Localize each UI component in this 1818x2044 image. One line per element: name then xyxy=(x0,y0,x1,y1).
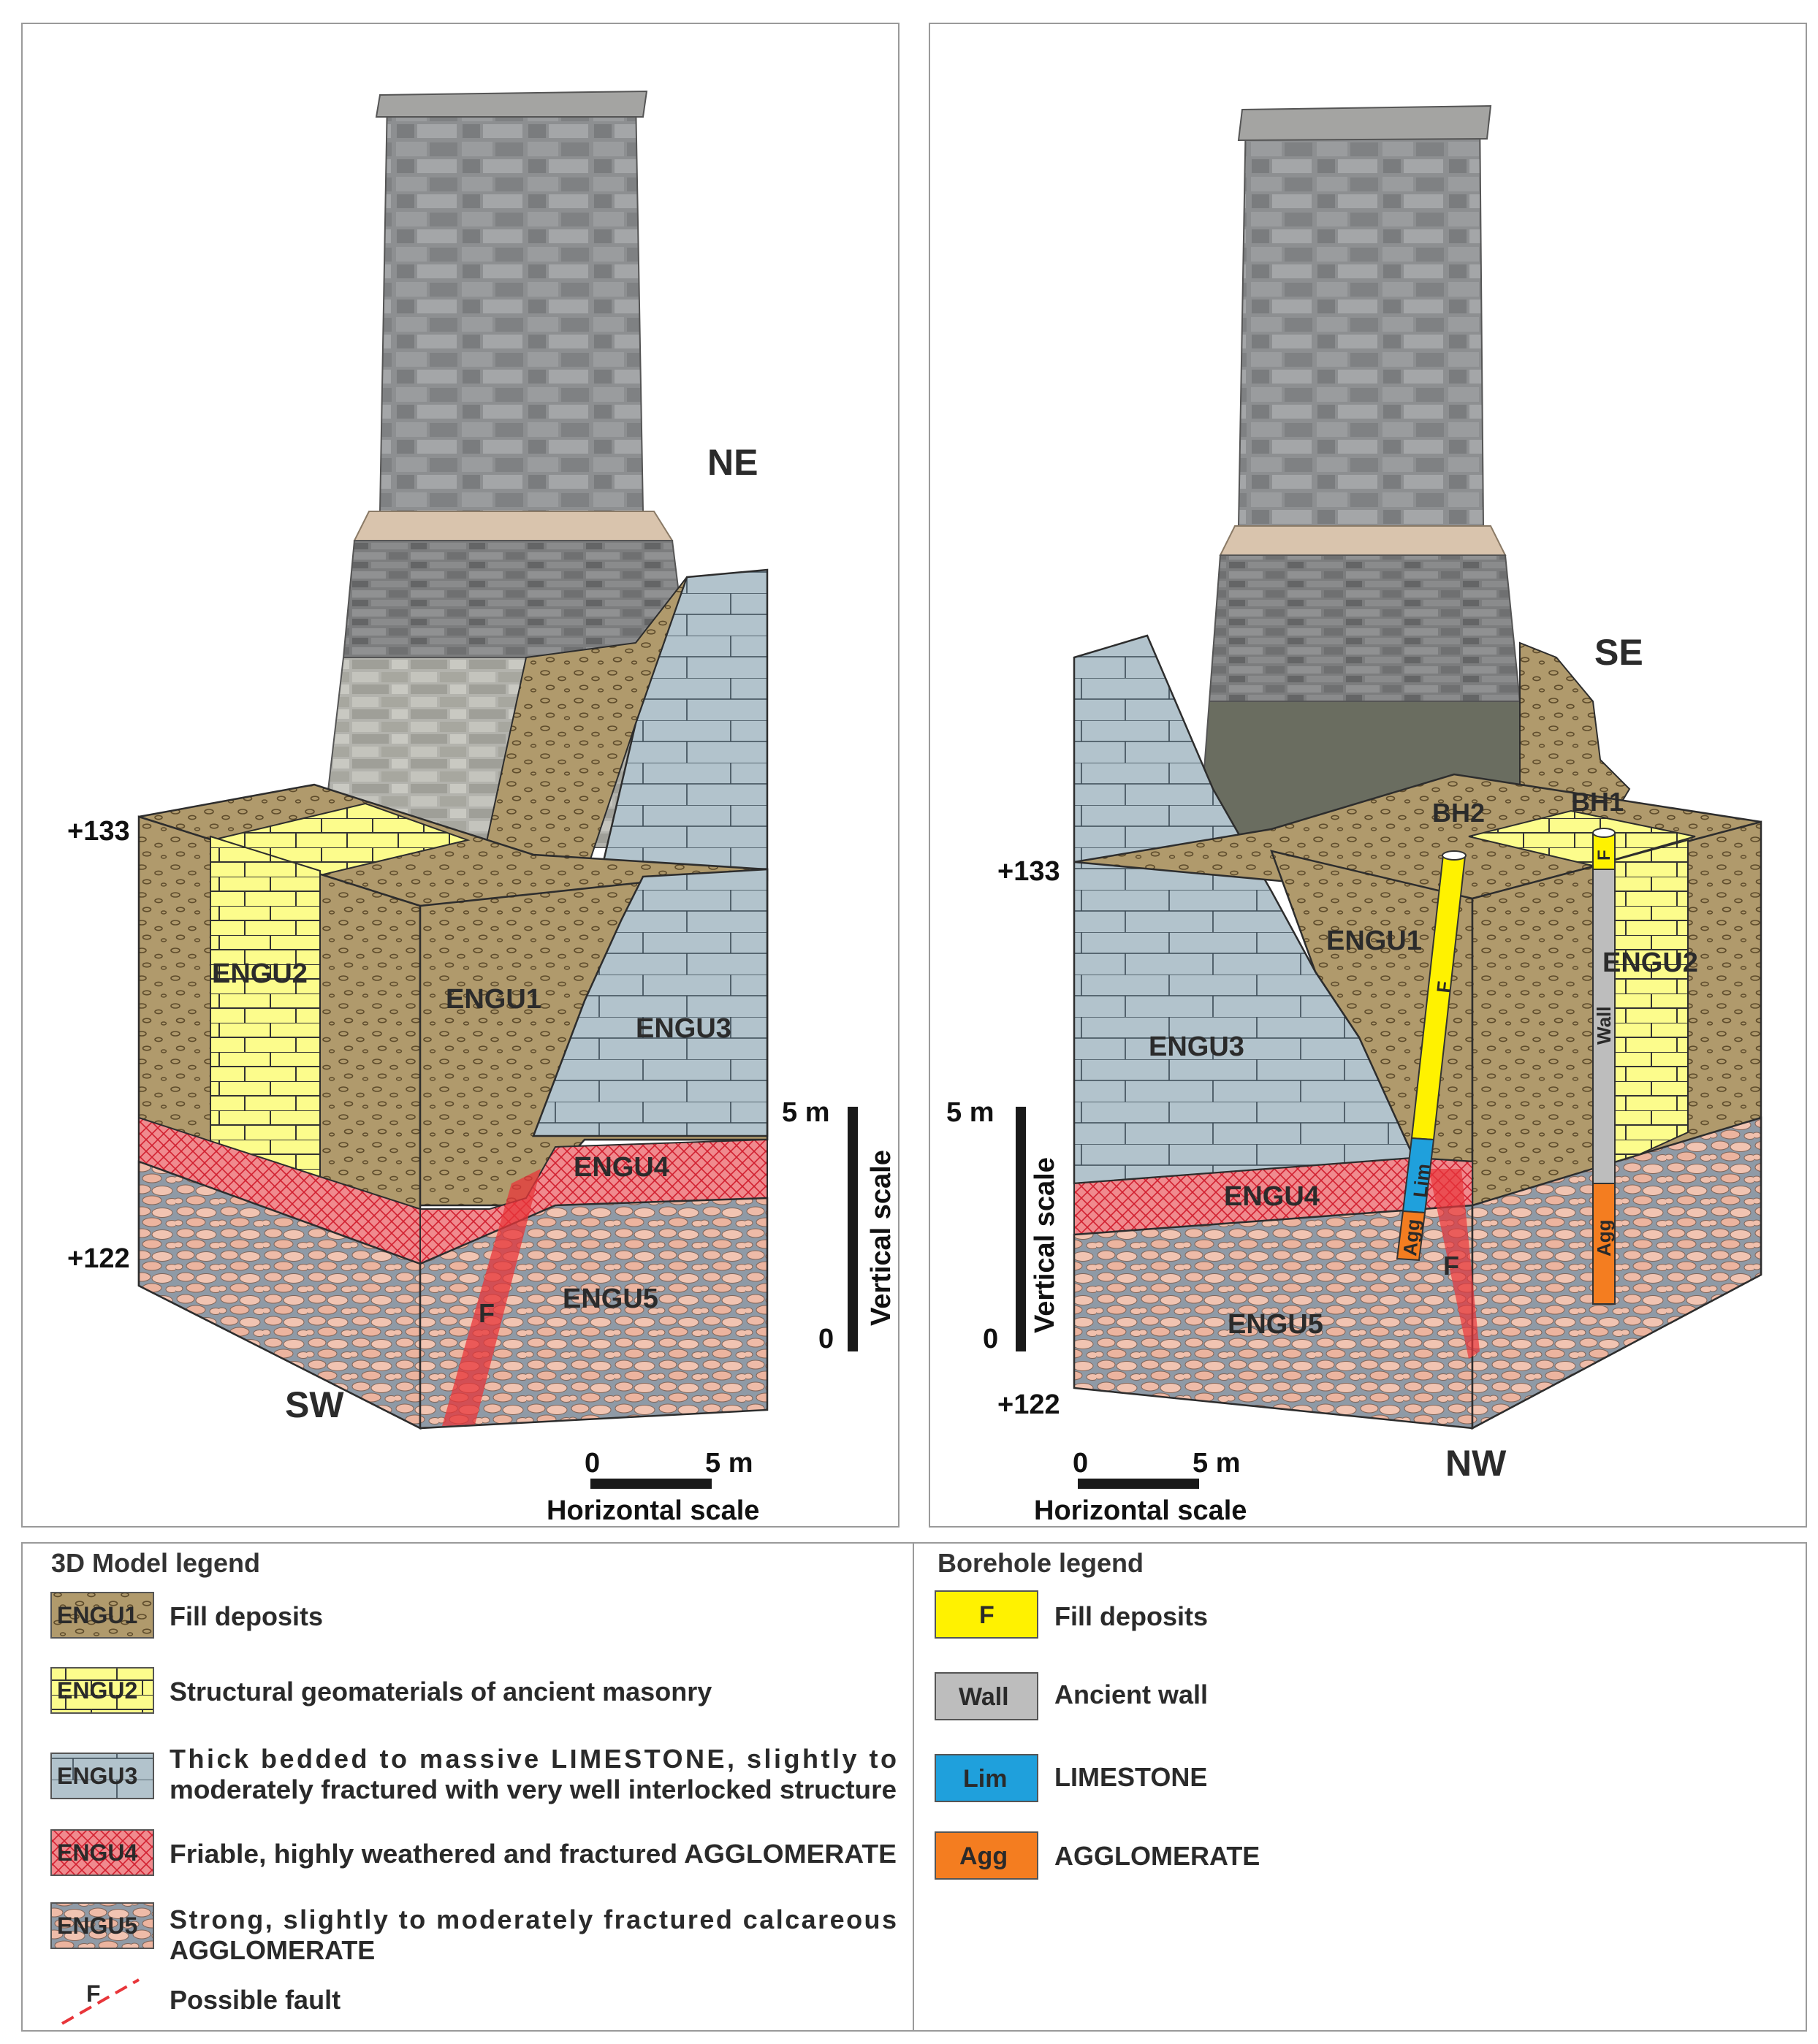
right-hscale-left: 0 xyxy=(1073,1448,1088,1479)
bh2-seg-lim: Lim xyxy=(1409,1163,1434,1199)
left-compass-ne: NE xyxy=(707,442,758,483)
legend-text-engu4: Friable, highly weathered and fractured … xyxy=(170,1839,897,1869)
right-label-engu1: ENGU1 xyxy=(1326,926,1422,956)
right-hscale-right: 5 m xyxy=(1193,1448,1240,1479)
bh1-seg-wall: Wall xyxy=(1593,1007,1615,1045)
legend-text-agg: AGGLOMERATE xyxy=(1054,1841,1260,1871)
legend-fault-code: F xyxy=(86,1980,101,2007)
legend-swatch-engu2 xyxy=(50,1667,154,1714)
right-label-engu3: ENGU3 xyxy=(1149,1031,1244,1062)
right-vertical-scale-bar xyxy=(1016,1107,1026,1351)
left-vscale-label: Vertical scale xyxy=(866,1150,897,1326)
legend-text-engu2: Structural geomaterials of ancient mason… xyxy=(170,1677,712,1706)
right-engu2-column xyxy=(1607,839,1689,1170)
legend-swatch-engu5 xyxy=(50,1902,154,1949)
legend-code-lim: Lim xyxy=(963,1765,1007,1793)
legend-text-fill: Fill deposits xyxy=(1054,1601,1208,1631)
borehole-bh2 xyxy=(1396,850,1467,1262)
legend-text-engu3-line1: Thick bedded to massive LIMESTONE, sligh… xyxy=(170,1744,897,1774)
legend-3d-title: 3D Model legend xyxy=(51,1548,260,1578)
right-compass-se: SE xyxy=(1594,632,1643,673)
bh2-seg-f: F xyxy=(1432,980,1455,994)
legend-code-fill: F xyxy=(979,1601,994,1629)
left-elev-133: +133 xyxy=(67,816,130,847)
right-vscale-label: Vertical scale xyxy=(1030,1157,1060,1333)
right-engu2-top xyxy=(1468,809,1696,867)
legend-code-engu2: ENGU2 xyxy=(57,1677,137,1704)
right-hscale-label: Horizontal scale xyxy=(1034,1495,1247,1526)
left-vscale-top: 5 m xyxy=(782,1097,829,1128)
legend-code-agg: Agg xyxy=(959,1842,1008,1870)
left-label-engu1: ENGU1 xyxy=(446,984,541,1015)
left-engu2-column xyxy=(210,835,321,1185)
legend-swatch-agg xyxy=(935,1831,1038,1880)
left-label-engu2: ENGU2 xyxy=(212,958,308,989)
right-label-engu5: ENGU5 xyxy=(1228,1309,1323,1340)
left-hscale-right: 5 m xyxy=(705,1448,753,1479)
legend-code-engu5: ENGU5 xyxy=(57,1913,137,1939)
bh1-seg-agg: Agg xyxy=(1593,1219,1615,1256)
right-fault-zone xyxy=(1429,1169,1480,1359)
left-hscale-label: Horizontal scale xyxy=(547,1495,759,1526)
left-label-fault: F xyxy=(479,1298,495,1328)
right-tower xyxy=(1197,104,1543,848)
legend-fault-line xyxy=(61,1978,140,2025)
right-engu4-front xyxy=(1073,1156,1473,1236)
legend-swatch-fill xyxy=(935,1590,1038,1639)
legend-code-engu1: ENGU1 xyxy=(57,1602,137,1628)
left-label-engu4: ENGU4 xyxy=(574,1152,669,1183)
right-label-fault: F xyxy=(1443,1251,1459,1281)
left-panel-frame xyxy=(21,23,900,1528)
legend-swatch-engu4 xyxy=(50,1829,154,1876)
borehole-bh1 xyxy=(1592,828,1616,1305)
right-vscale-bottom: 0 xyxy=(983,1324,998,1354)
right-elev-133: +133 xyxy=(997,856,1060,887)
right-panel-frame xyxy=(929,23,1807,1528)
right-vscale-top: 5 m xyxy=(946,1097,994,1128)
left-elev-122: +122 xyxy=(67,1243,130,1274)
left-hscale-left: 0 xyxy=(585,1448,600,1479)
legend-fault-text: Possible fault xyxy=(170,1985,341,2015)
legend-swatch-lim xyxy=(935,1754,1038,1802)
left-fault-zone xyxy=(442,1169,541,1426)
left-vertical-scale-bar xyxy=(848,1107,858,1351)
right-elev-122: +122 xyxy=(997,1389,1060,1420)
legend-text-engu3-line2: moderately fractured with very well inte… xyxy=(170,1774,897,1804)
legend-borehole-title: Borehole legend xyxy=(937,1548,1144,1578)
bh1-name: BH1 xyxy=(1571,787,1624,817)
left-vscale-bottom: 0 xyxy=(818,1324,834,1354)
legend-code-engu3: ENGU3 xyxy=(57,1763,137,1789)
legend-text-engu1: Fill deposits xyxy=(170,1601,323,1631)
legend-swatch-engu3 xyxy=(50,1753,154,1799)
bh2-seg-agg: Agg xyxy=(1399,1218,1424,1256)
left-block-diagram xyxy=(137,90,769,1430)
legend-swatch-engu1 xyxy=(50,1592,154,1639)
legend-swatch-wall xyxy=(935,1672,1038,1720)
legend-code-engu4: ENGU4 xyxy=(57,1839,137,1866)
left-horizontal-scale-bar xyxy=(590,1479,712,1489)
left-compass-sw: SW xyxy=(285,1384,344,1425)
legend-text-engu5-line1: Strong, slightly to moderately fractured… xyxy=(170,1904,897,1934)
right-block-diagram xyxy=(1073,104,1762,1430)
legend-code-wall: Wall xyxy=(959,1683,1009,1711)
right-label-engu4: ENGU4 xyxy=(1224,1181,1320,1212)
right-compass-nw: NW xyxy=(1445,1443,1507,1484)
legend-text-wall: Ancient wall xyxy=(1054,1679,1208,1709)
left-label-engu3: ENGU3 xyxy=(636,1013,731,1044)
bh2-name: BH2 xyxy=(1432,798,1485,828)
right-label-engu2: ENGU2 xyxy=(1602,947,1698,978)
legend-text-engu5-line2: AGGLOMERATE xyxy=(170,1935,375,1965)
legend-text-lim: LIMESTONE xyxy=(1054,1762,1207,1792)
bh1-seg-f: F xyxy=(1594,850,1614,861)
left-front-engu3 xyxy=(532,868,769,1137)
left-label-engu5: ENGU5 xyxy=(563,1284,658,1314)
right-horizontal-scale-bar xyxy=(1078,1479,1199,1489)
